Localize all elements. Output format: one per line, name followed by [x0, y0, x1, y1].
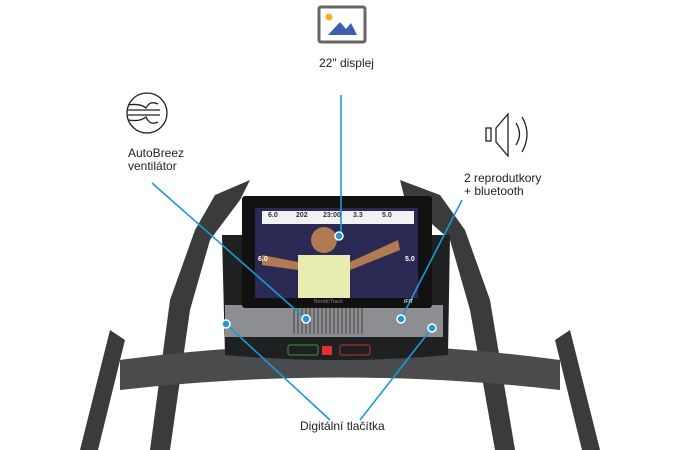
- trainer-head: [311, 227, 337, 253]
- pause-button: [339, 344, 371, 356]
- stat-speed: 6.0: [268, 212, 278, 219]
- display-label: 22" displej: [319, 56, 374, 70]
- fan-label-line2: ventilátor: [128, 159, 177, 173]
- buttons-label: Digitální tlačítka: [300, 419, 385, 433]
- image-icon: [317, 5, 367, 44]
- fan-label-line1: AutoBreez: [128, 146, 185, 160]
- speaker-icon: [485, 112, 528, 158]
- speakers-label-line1: 2 reprodutkory: [464, 171, 542, 185]
- screen-left-value: 6.0: [258, 256, 268, 263]
- stat-distance: 3.3: [353, 212, 363, 219]
- stat-time: 23:00: [323, 212, 341, 219]
- callout-dots: [221, 231, 437, 333]
- start-button: [287, 344, 319, 356]
- stat-incline: 5.0: [382, 212, 392, 219]
- stat-calories: 202: [296, 212, 308, 219]
- speakers-label-line2: + bluetooth: [464, 184, 524, 198]
- callout-lines: [151, 95, 463, 421]
- ifit-logo: iFIT: [404, 299, 413, 305]
- fan-icon: [126, 92, 168, 134]
- handlebars: [80, 180, 600, 450]
- stop-key: [322, 346, 332, 355]
- screen-right-value: 5.0: [405, 256, 415, 263]
- stats-bar: [262, 211, 414, 224]
- brand-logo: NordicTrack: [314, 299, 343, 305]
- trainer-shirt: [298, 255, 350, 298]
